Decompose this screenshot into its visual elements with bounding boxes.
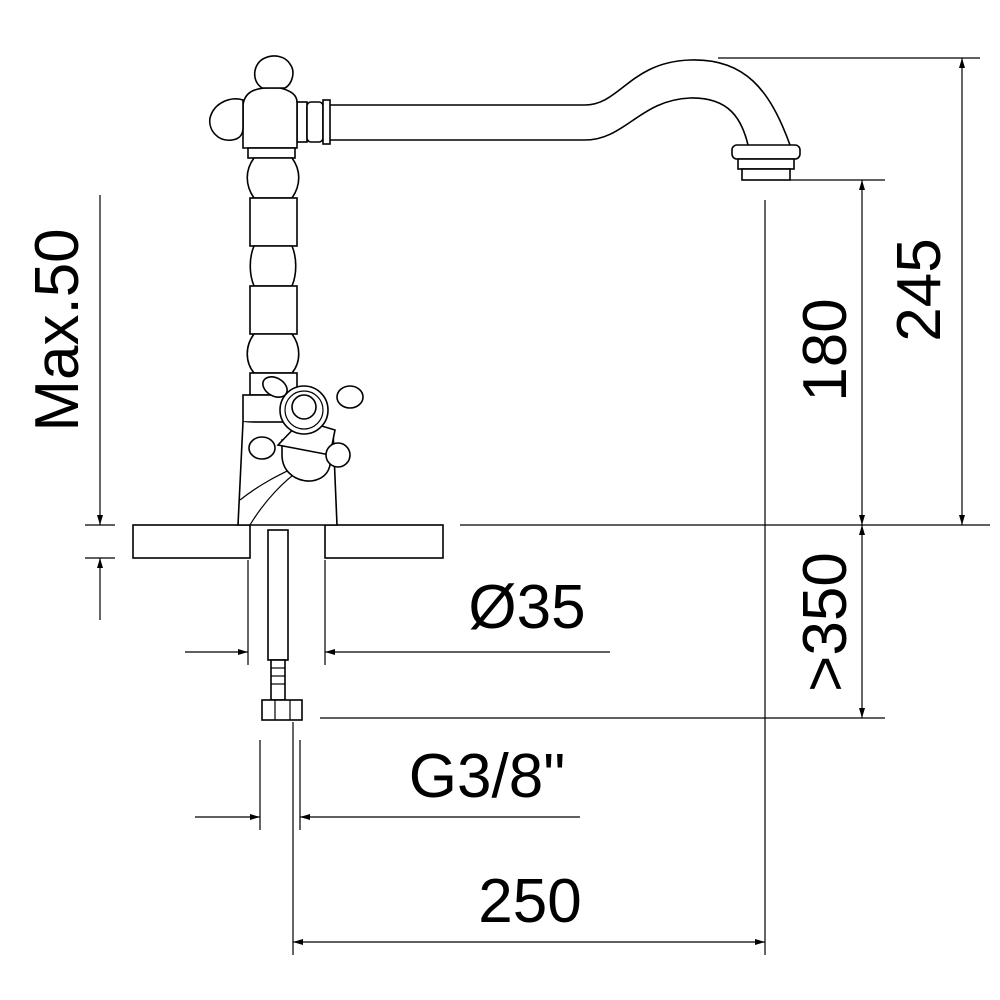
deck-plate: [132, 524, 444, 559]
reach-label: 250: [478, 867, 581, 936]
max-deck-label: Max.50: [23, 228, 92, 431]
spout-height-label: 180: [791, 298, 860, 401]
dimension-lines: [97, 58, 965, 945]
extension-lines: [85, 57, 990, 955]
hole-diameter-label: Ø35: [468, 573, 585, 642]
faucet-body: [208, 55, 801, 721]
hose-length-label: >350: [791, 552, 860, 692]
total-height-label: 245: [885, 238, 954, 341]
connection-label: G3/8": [409, 742, 565, 811]
